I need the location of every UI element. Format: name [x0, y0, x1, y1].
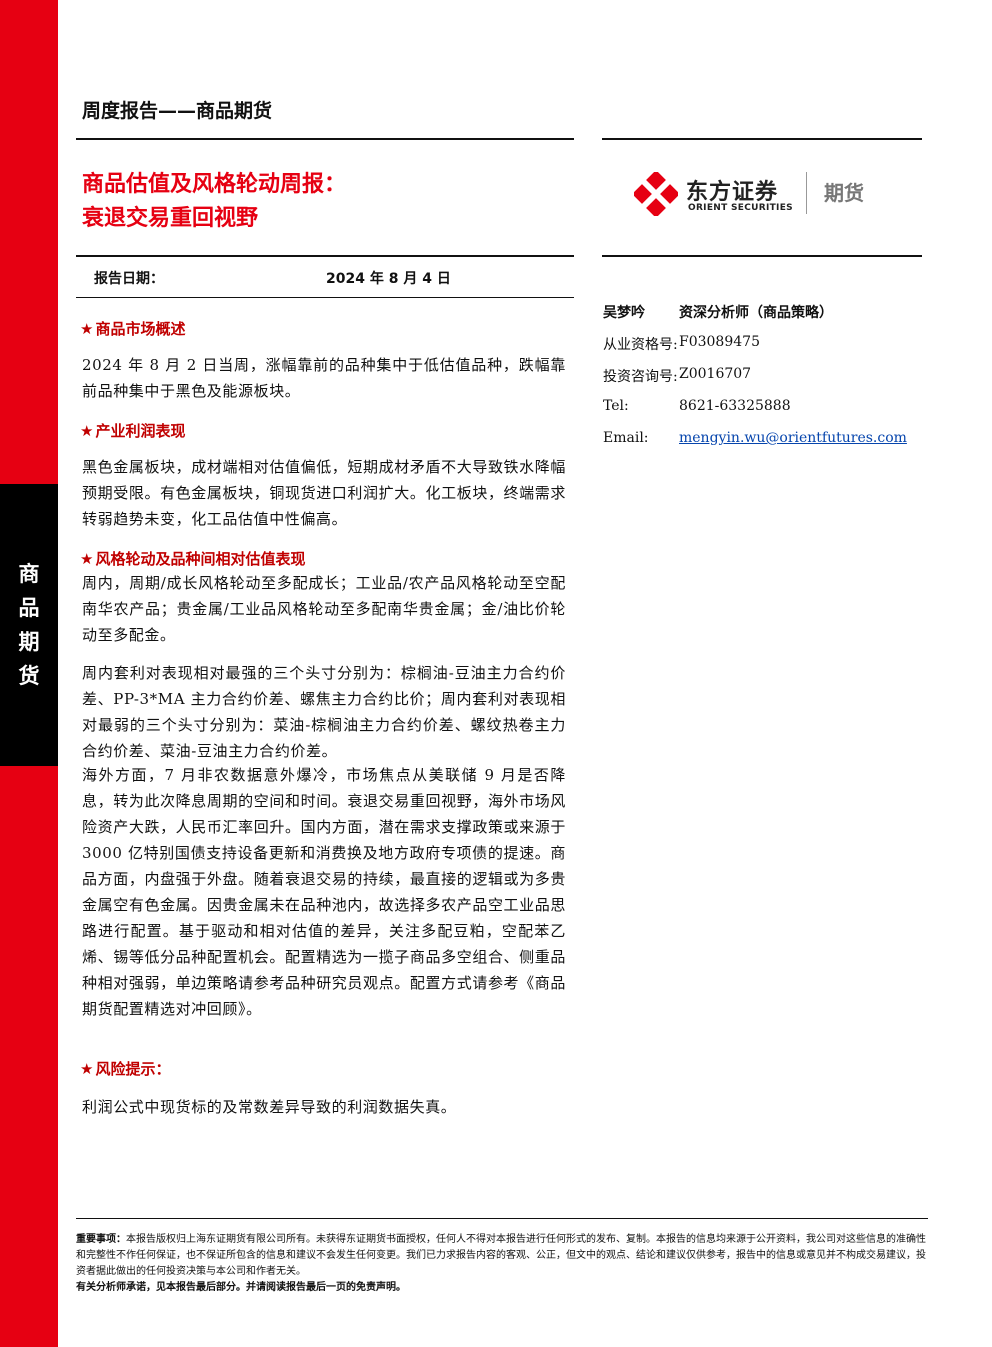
section-heading-risk: ★风险提示： — [80, 1058, 170, 1079]
orient-logo-icon — [634, 172, 678, 216]
disclaimer-last-line: 有关分析师承诺，见本报告最后部分。并请阅读报告最后一页的免责声明。 — [76, 1282, 406, 1293]
divider-right-top — [602, 138, 922, 140]
consult-label: 投资咨询号: — [603, 369, 678, 385]
analyst-consult: 投资咨询号: Z0016707 — [603, 366, 923, 398]
star-icon: ★ — [80, 320, 94, 338]
disclaimer-label: 重要事项： — [76, 1234, 126, 1245]
email-label: Email: — [603, 430, 649, 446]
logo-subtitle: ORIENT SECURITIES — [688, 203, 793, 213]
company-logo: 东方证券 ORIENT SECURITIES 期货 — [634, 172, 894, 218]
disclaimer-footer: 重要事项：本报告版权归上海东证期货有限公司所有。未获得东证期货书面授权，任何人不… — [76, 1232, 928, 1296]
logo-name: 东方证券 — [686, 180, 779, 205]
category-tab-char: 货 — [18, 664, 40, 688]
star-icon: ★ — [80, 1060, 94, 1078]
section-heading-text: 商品市场概述 — [95, 320, 186, 338]
paragraph-outlook: 海外方面，7 月非农数据意外爆冷，市场焦点从美联储 9 月是否降息，转为此次降息… — [82, 766, 566, 1018]
analyst-role: 资深分析师（商品策略） — [679, 305, 833, 321]
qualification-label: 从业资格号: — [603, 337, 678, 353]
section-heading-text: 产业利润表现 — [95, 422, 186, 440]
category-tab: 商 品 期 货 — [0, 484, 58, 766]
report-title: 商品估值及风格轮动周报： 衰退交易重回视野 — [82, 168, 562, 236]
divider-right-mid — [602, 255, 922, 257]
report-type-title: 周度报告——商品期货 — [82, 100, 273, 122]
tel-label: Tel: — [603, 398, 629, 414]
report-date-row: 报告日期： 2024 年 8 月 4 日 — [94, 268, 564, 288]
analyst-qualification: 从业资格号: F03089475 — [603, 334, 923, 366]
divider-left-mid — [76, 255, 574, 257]
paragraph-profit: 黑色金属板块，成材端相对估值偏低，短期成材矛盾不大导致铁水降幅预期受限。有色金属… — [82, 458, 566, 528]
report-date-label: 报告日期： — [94, 271, 164, 287]
email-link[interactable]: mengyin.wu@orientfutures.com — [679, 430, 907, 446]
report-date-value: 2024 年 8 月 4 日 — [326, 271, 451, 287]
paragraph-style-rotation: 周内，周期/成长风格轮动至多配成长；工业品/农产品风格轮动至空配南华农产品；贵金… — [82, 574, 566, 644]
section-heading-style: ★风格轮动及品种间相对估值表现 — [80, 548, 305, 569]
category-tab-char: 期 — [18, 630, 40, 654]
analyst-card: 吴梦吟 资深分析师（商品策略） 从业资格号: F03089475 投资咨询号: … — [603, 302, 923, 462]
divider-footer — [76, 1218, 928, 1219]
paragraph-risk: 利润公式中现货标的及常数差异导致的利润数据失真。 — [82, 1098, 457, 1116]
logo-divider — [806, 172, 807, 214]
section-heading-text: 风险提示： — [95, 1060, 171, 1078]
analyst-header: 吴梦吟 资深分析师（商品策略） — [603, 302, 923, 334]
category-tab-char: 品 — [18, 596, 40, 620]
analyst-tel: Tel: 8621-63325888 — [603, 398, 923, 430]
analyst-name: 吴梦吟 — [603, 305, 645, 321]
star-icon: ★ — [80, 422, 94, 440]
consult-value: Z0016707 — [679, 366, 752, 382]
section-heading-market: ★商品市场概述 — [80, 318, 185, 339]
tel-value: 8621-63325888 — [679, 398, 791, 414]
paragraph-market: 2024 年 8 月 2 日当周，涨幅靠前的品种集中于低估值品种，跌幅靠前品种集… — [82, 356, 566, 400]
report-title-line1: 商品估值及风格轮动周报： — [82, 172, 347, 197]
star-icon: ★ — [80, 550, 94, 568]
report-title-line2: 衰退交易重回视野 — [82, 206, 259, 231]
divider-left-top — [76, 138, 574, 140]
section-heading-text: 风格轮动及品种间相对估值表现 — [95, 550, 306, 568]
qualification-value: F03089475 — [679, 334, 760, 350]
disclaimer-text: 本报告版权归上海东证期货有限公司所有。未获得东证期货书面授权，任何人不得对本报告… — [76, 1234, 926, 1277]
divider-date — [76, 297, 574, 298]
logo-division: 期货 — [824, 181, 864, 205]
analyst-email: Email: mengyin.wu@orientfutures.com — [603, 430, 923, 462]
paragraph-arbitrage: 周内套利对表现相对最强的三个头寸分别为：棕榈油-豆油主力合约价差、PP-3*MA… — [82, 664, 566, 760]
section-heading-profit: ★产业利润表现 — [80, 420, 185, 441]
category-tab-char: 商 — [18, 562, 40, 586]
